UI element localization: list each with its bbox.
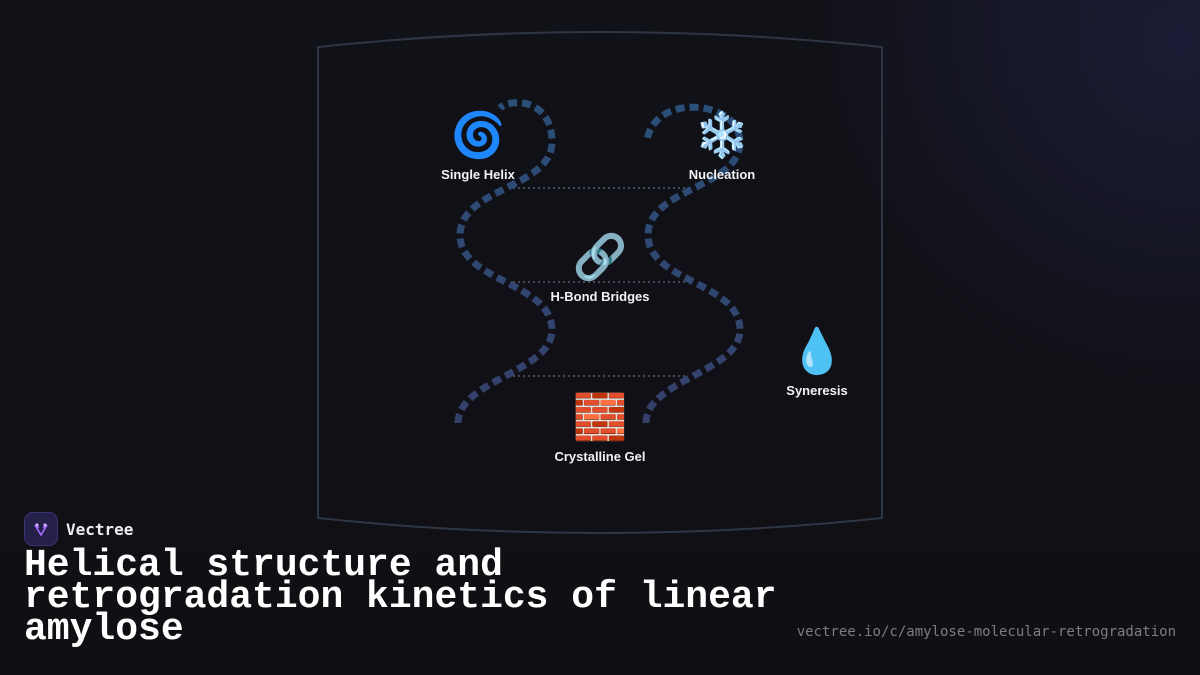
- node-label-syneresis: Syneresis: [786, 383, 848, 398]
- link-icon: 🔗: [572, 232, 628, 283]
- droplet-icon: 💧: [789, 326, 845, 377]
- brick-icon: 🧱: [572, 392, 628, 443]
- node-label-crystalline-gel: Crystalline Gel: [554, 449, 646, 464]
- source-url: vectree.io/c/amylose-molecular-retrograd…: [796, 624, 1176, 640]
- helix-strand-right: [642, 103, 744, 424]
- node-label-single-helix: Single Helix: [441, 167, 515, 182]
- brand-name: Vectree: [66, 519, 134, 539]
- node-label-nucleation: Nucleation: [688, 167, 756, 182]
- snowflake-icon: ❄️: [694, 110, 750, 161]
- helix-strand-left: [454, 99, 556, 424]
- brand: Vectree: [24, 512, 133, 546]
- page-title: Helical structure and retrogradation kin…: [24, 544, 777, 651]
- vectree-logo-icon: [24, 512, 58, 546]
- diagram-frame: [317, 31, 883, 534]
- cyclone-icon: 🌀: [450, 110, 506, 161]
- node-label-h-bond-bridges: H-Bond Bridges: [550, 289, 650, 304]
